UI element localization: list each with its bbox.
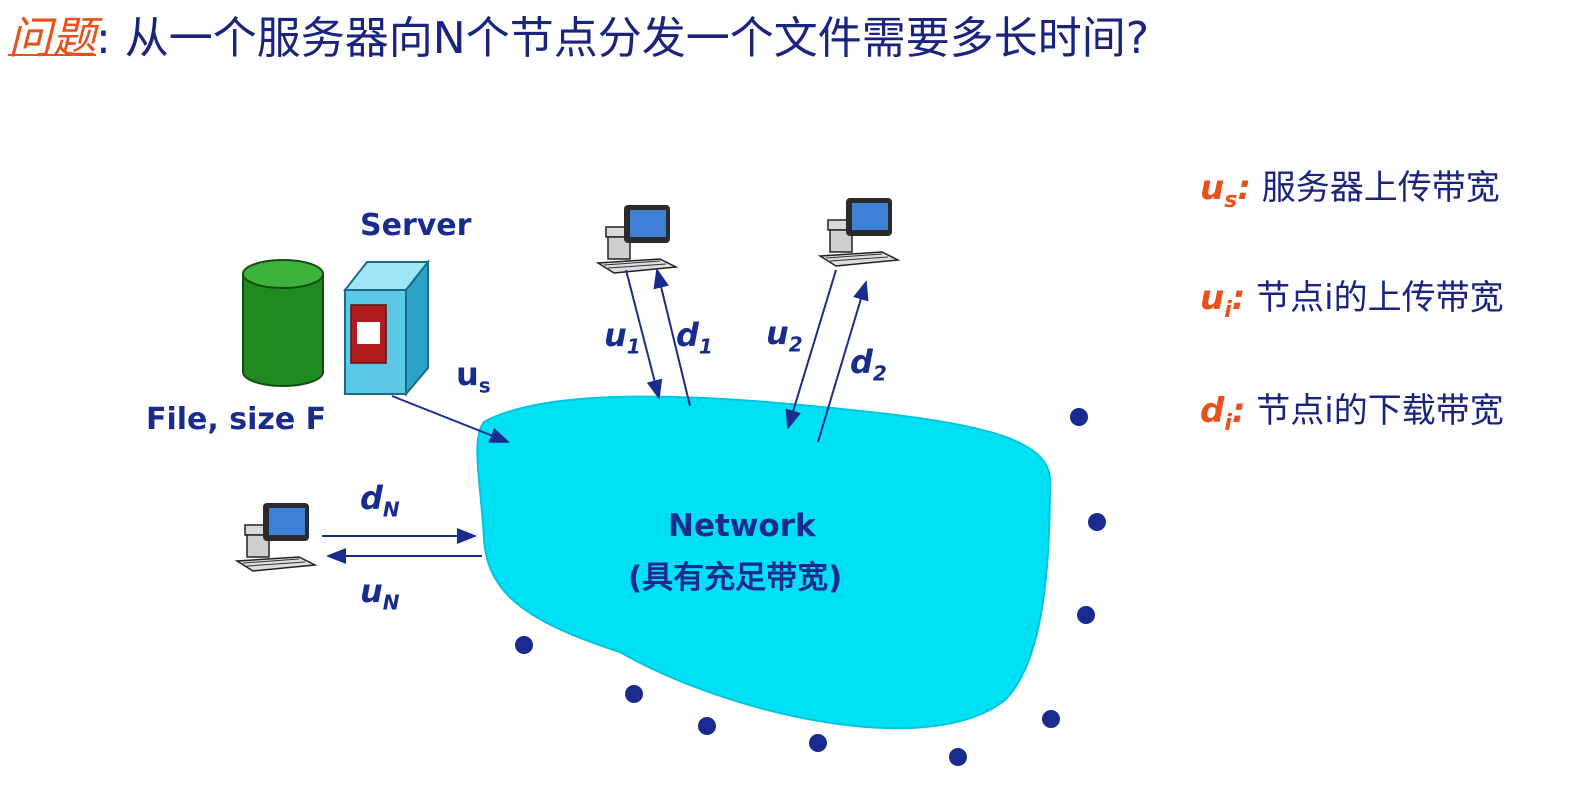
legend-text: 节点i的上传带宽 (1245, 278, 1504, 318)
legend-item-ui: ui: 节点i的上传带宽 (1200, 270, 1504, 323)
link-u2-label: u2 (766, 314, 803, 357)
legend-text: 节点i的下载带宽 (1245, 391, 1504, 431)
legend-symbol: d (1200, 391, 1225, 431)
legend-item-us: us: 服务器上传带宽 (1200, 160, 1500, 213)
legend-text: 服务器上传带宽 (1250, 168, 1500, 208)
link-d2-arrow (817, 280, 869, 443)
legend-subscript: i (1224, 410, 1232, 436)
network-label: Network (668, 508, 816, 544)
network-sublabel: (具有充足带宽) (628, 560, 843, 596)
link-d1-arrow (653, 268, 691, 407)
peer-2-computer-icon (819, 197, 899, 267)
link-d1-label: d1 (676, 316, 713, 359)
page-title: 问题: 从一个服务器向N个节点分发一个文件需要多长时间? (8, 2, 1149, 66)
legend-subscript: s (1224, 187, 1238, 213)
more-peers-dots (515, 408, 1106, 766)
link-u2-arrow (785, 269, 837, 430)
legend-symbol: u (1200, 168, 1225, 208)
legend-colon: : (1231, 278, 1246, 318)
legend-subscript: i (1224, 297, 1232, 323)
server-label: Server (360, 208, 472, 243)
question-text: : 从一个服务器向N个节点分发一个文件需要多长时间? (96, 13, 1150, 64)
peer-n-computer-icon (236, 502, 316, 572)
link-us-arrow (391, 395, 510, 443)
link-u1-label: u1 (604, 316, 641, 359)
link-dn-label: dN (360, 479, 400, 522)
database-icon (242, 259, 324, 387)
file-label: File, size F (146, 402, 327, 437)
question-label: 问题 (8, 13, 96, 64)
link-d2-label: d2 (850, 343, 887, 386)
legend-colon: : (1237, 168, 1251, 208)
legend-symbol: u (1200, 278, 1225, 318)
peer-1-computer-icon (597, 204, 677, 274)
link-un-label: uN (360, 572, 400, 615)
network-cloud (476, 395, 1052, 730)
server-icon (342, 259, 431, 397)
legend-colon: : (1231, 391, 1246, 431)
link-us-label: us (456, 355, 491, 398)
link-u1-arrow (625, 269, 663, 400)
legend-item-di: di: 节点i的下载带宽 (1200, 383, 1504, 436)
